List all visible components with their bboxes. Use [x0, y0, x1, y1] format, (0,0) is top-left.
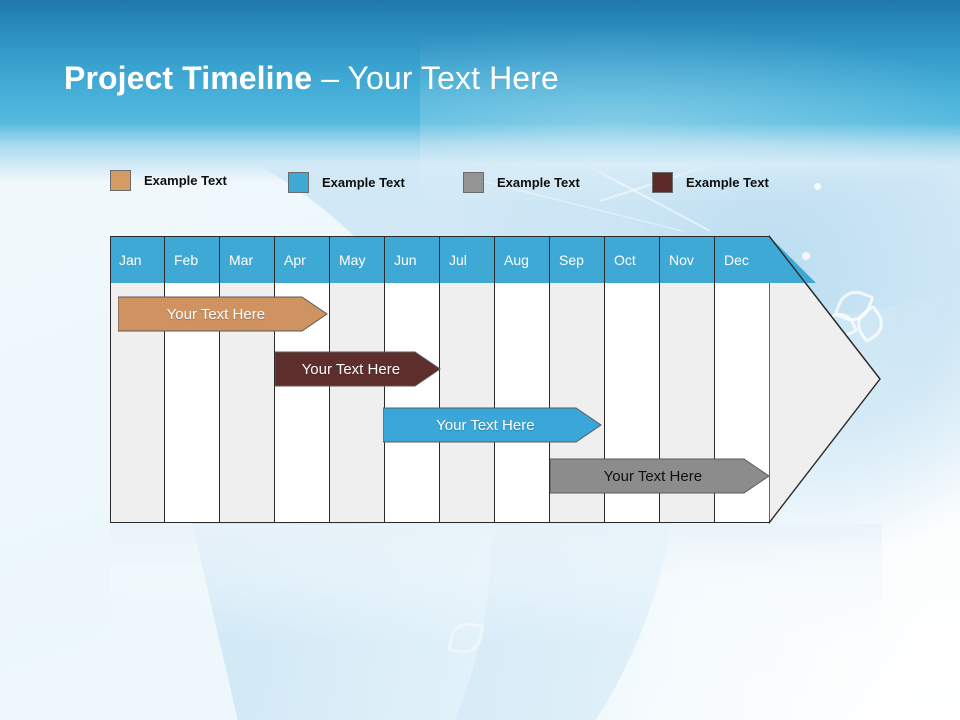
timeline-bar-1[interactable]: Your Text Here: [118, 296, 328, 332]
month-header-apr: Apr: [275, 236, 329, 283]
timeline-bar-label-1: Your Text Here: [166, 305, 266, 323]
legend-item-4[interactable]: Example Text: [652, 172, 769, 193]
legend-swatch-icon-1: [110, 170, 131, 191]
timeline-column-jun[interactable]: Jun: [385, 236, 440, 523]
legend-item-1[interactable]: Example Text: [110, 170, 227, 191]
timeline-bar-label-3: Your Text Here: [436, 416, 535, 434]
header-band: [0, 0, 960, 128]
timeline-bar-3[interactable]: Your Text Here: [383, 407, 602, 443]
timeline-bar-label-4: Your Text Here: [603, 467, 703, 485]
timeline-bar-2[interactable]: Your Text Here: [275, 351, 441, 387]
legend-item-3[interactable]: Example Text: [463, 172, 580, 193]
month-header-mar: Mar: [220, 236, 274, 283]
page-title: Project Timeline – Your Text Here: [64, 58, 559, 98]
legend-label-3: Example Text: [497, 175, 580, 190]
timeline-column-aug[interactable]: Aug: [495, 236, 550, 523]
page-title-bold: Project Timeline: [64, 60, 313, 96]
page-title-separator: –: [312, 60, 348, 96]
legend-swatch-icon-4: [652, 172, 673, 193]
timeline-bar-4[interactable]: Your Text Here: [550, 458, 770, 494]
background-dot-1: [814, 183, 821, 190]
timeline-column-body-jun: [385, 283, 439, 523]
timeline-column-mar[interactable]: Mar: [220, 236, 275, 523]
month-header-jan: Jan: [110, 236, 164, 283]
timeline-bar-shape-4: [550, 458, 770, 494]
month-header-may: May: [330, 236, 384, 283]
legend-item-2[interactable]: Example Text: [288, 172, 405, 193]
month-header-sep: Sep: [550, 236, 604, 283]
timeline-column-jan[interactable]: Jan: [110, 236, 165, 523]
legend-swatch-icon-2: [288, 172, 309, 193]
month-header-aug: Aug: [495, 236, 549, 283]
timeline-arrowhead: [769, 235, 881, 524]
timeline-column-body-aug: [495, 283, 549, 523]
timeline-bar-shape-1: [118, 296, 328, 332]
legend-swatch-icon-3: [463, 172, 484, 193]
timeline-bar-shape-2: [275, 351, 441, 387]
month-header-feb: Feb: [165, 236, 219, 283]
background-dot-2: [802, 252, 810, 260]
month-header-nov: Nov: [660, 236, 714, 283]
timeline-column-jul[interactable]: Jul: [440, 236, 495, 523]
timeline-column-feb[interactable]: Feb: [165, 236, 220, 523]
month-header-oct: Oct: [605, 236, 659, 283]
month-header-dec: Dec: [715, 236, 769, 283]
legend-label-4: Example Text: [686, 175, 769, 190]
month-header-jul: Jul: [440, 236, 494, 283]
timeline-bar-label-2: Your Text Here: [301, 360, 401, 378]
legend-label-1: Example Text: [144, 173, 227, 188]
timeline-column-body-may: [330, 283, 384, 523]
legend-label-2: Example Text: [322, 175, 405, 190]
timeline-column-may[interactable]: May: [330, 236, 385, 523]
header-glow: [420, 10, 960, 200]
month-header-jun: Jun: [385, 236, 439, 283]
timeline-bar-shape-3: [383, 407, 602, 443]
page-title-regular: Your Text Here: [347, 60, 559, 96]
timeline-column-body-jul: [440, 283, 494, 523]
